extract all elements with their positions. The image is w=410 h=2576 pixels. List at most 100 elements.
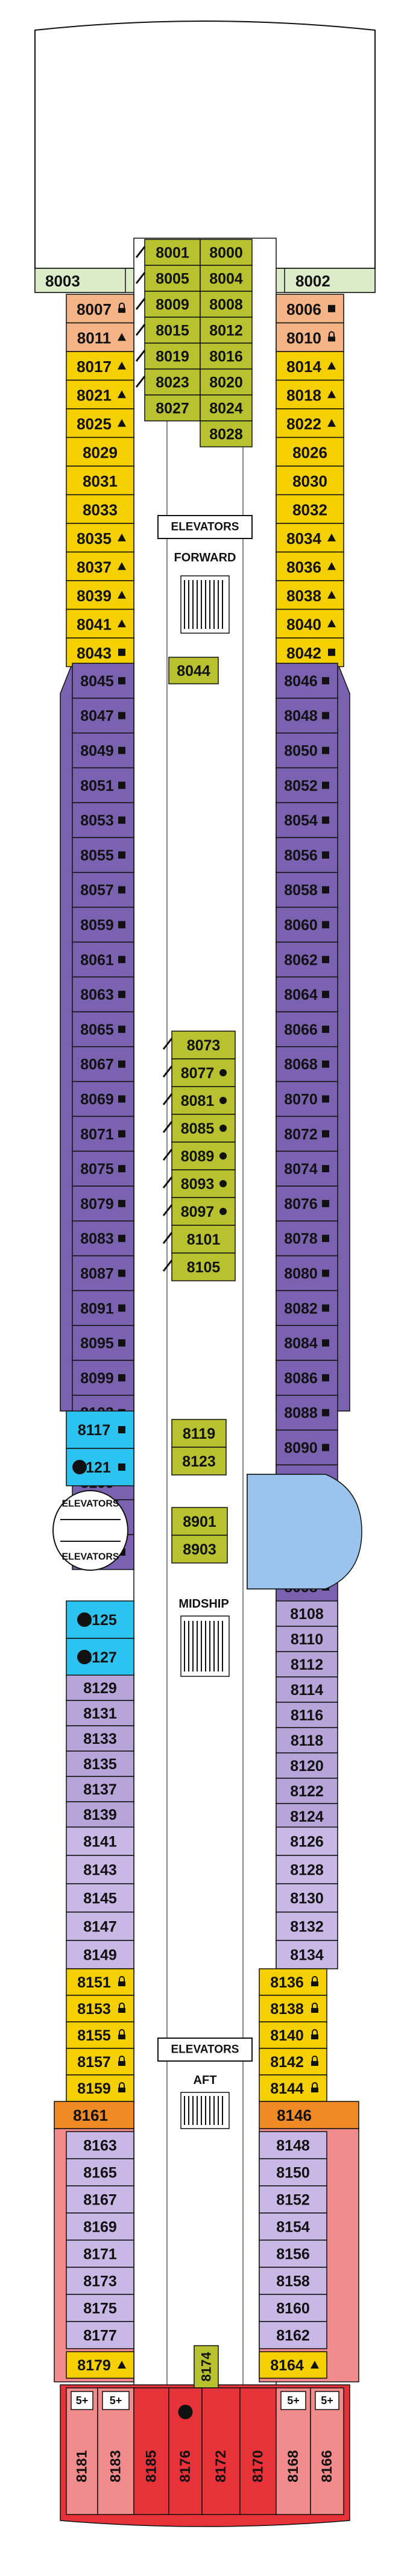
cabin-box[interactable]	[200, 394, 253, 421]
cabin-8046[interactable]: 8046	[276, 663, 338, 699]
cabin-box[interactable]	[276, 1727, 338, 1754]
cabin-8018[interactable]: 8018	[276, 379, 344, 409]
cabin-8160[interactable]: 8160	[259, 2294, 327, 2322]
cabin-8055[interactable]: 8055	[72, 837, 134, 873]
cabin-8162[interactable]: 8162	[259, 2321, 327, 2349]
cabin-8119[interactable]: 8119	[171, 1419, 227, 1448]
cabin-8009[interactable]: 8009	[144, 291, 201, 318]
cabin-box[interactable]	[259, 2074, 327, 2102]
cabin-box[interactable]	[171, 1507, 228, 1536]
cabin-8069[interactable]: 8069	[72, 1081, 134, 1117]
cabin-8038[interactable]: 8038	[276, 580, 344, 610]
cabin-8072[interactable]: 8072	[276, 1116, 338, 1152]
cabin-8021[interactable]: 8021	[66, 379, 134, 409]
cabin-8081[interactable]: 8081	[171, 1086, 236, 1115]
cabin-box[interactable]	[171, 1447, 227, 1476]
cabin-8159[interactable]: 8159	[66, 2074, 134, 2102]
cabin-8161[interactable]: 8161	[54, 2101, 134, 2129]
cabin-8156[interactable]: 8156	[259, 2240, 327, 2268]
cabin-8079[interactable]: 8079	[72, 1185, 134, 1222]
cabin-8066[interactable]: 8066	[276, 1011, 338, 1047]
cabin-8155[interactable]: 8155	[66, 2021, 134, 2049]
cabin-box[interactable]	[72, 1151, 134, 1187]
cabin-box[interactable]	[276, 1855, 338, 1884]
cabin-8037[interactable]: 8037	[66, 551, 134, 581]
cabin-box[interactable]	[259, 2212, 327, 2241]
cabin-box[interactable]	[171, 1252, 236, 1281]
cabin-8011[interactable]: 8011	[66, 322, 134, 352]
cabin-8126[interactable]: 8126	[276, 1826, 338, 1856]
cabin-8172[interactable]: 8172	[201, 2387, 241, 2515]
cabin-8138[interactable]: 8138	[259, 1995, 327, 2022]
cabin-8068[interactable]: 8068	[276, 1046, 338, 1082]
cabin-8042[interactable]: 8042	[276, 637, 344, 668]
cabin-8097[interactable]: 8097	[171, 1197, 236, 1226]
cabin-8903[interactable]: 8903	[171, 1535, 228, 1564]
cabin-8071[interactable]: 8071	[72, 1116, 134, 1152]
cabin-8020[interactable]: 8020	[200, 368, 253, 396]
cabin-box[interactable]	[66, 2131, 134, 2159]
cabin-8099[interactable]: 8099	[72, 1360, 134, 1396]
cabin-box[interactable]	[66, 1801, 134, 1828]
cabin-8120[interactable]: 8120	[276, 1752, 338, 1779]
cabin-box[interactable]	[66, 1675, 134, 1701]
cabin-8110[interactable]: 8110	[276, 1626, 338, 1652]
cabin-box[interactable]	[34, 268, 126, 293]
cabin-box[interactable]	[259, 2267, 327, 2295]
cabin-8128[interactable]: 8128	[276, 1855, 338, 1884]
cabin-8032[interactable]: 8032	[276, 494, 344, 524]
cabin-8051[interactable]: 8051	[72, 767, 134, 803]
cabin-box[interactable]	[259, 2240, 327, 2268]
cabin-8134[interactable]: 8134	[276, 1940, 338, 1969]
cabin-8050[interactable]: 8050	[276, 732, 338, 769]
cabin-8132[interactable]: 8132	[276, 1911, 338, 1941]
cabin-box[interactable]	[66, 2267, 134, 2295]
cabin-8167[interactable]: 8167	[66, 2185, 134, 2214]
cabin-8010[interactable]: 8010	[276, 322, 344, 352]
cabin-8047[interactable]: 8047	[72, 698, 134, 734]
cabin-8004[interactable]: 8004	[200, 265, 253, 292]
cabin-8063[interactable]: 8063	[72, 976, 134, 1012]
cabin-box[interactable]	[276, 1778, 338, 1804]
cabin-box[interactable]	[171, 1031, 236, 1059]
cabin-box[interactable]	[144, 317, 201, 344]
cabin-box[interactable]	[54, 2101, 134, 2129]
cabin-8036[interactable]: 8036	[276, 551, 344, 581]
cabin-box[interactable]	[276, 1883, 338, 1913]
cabin-box[interactable]	[194, 2345, 219, 2388]
cabin-8137[interactable]: 8137	[66, 1776, 134, 1802]
cabin-8158[interactable]: 8158	[259, 2267, 327, 2295]
cabin-8084[interactable]: 8084	[276, 1325, 338, 1361]
cabin-8001[interactable]: 8001	[144, 239, 201, 266]
cabin-8177[interactable]: 8177	[66, 2321, 134, 2349]
cabin-box[interactable]	[144, 239, 201, 266]
cabin-8135[interactable]: 8135	[66, 1750, 134, 1777]
cabin-8091[interactable]: 8091	[72, 1290, 134, 1326]
cabin-box[interactable]	[66, 2212, 134, 2241]
cabin-8147[interactable]: 8147	[66, 1911, 134, 1941]
cabin-8033[interactable]: 8033	[66, 494, 134, 524]
cabin-8061[interactable]: 8061	[72, 941, 134, 977]
cabin-box[interactable]	[66, 1940, 134, 1969]
cabin-box[interactable]	[66, 437, 134, 467]
cabin-box[interactable]	[200, 317, 253, 344]
cabin-8101[interactable]: 8101	[171, 1225, 236, 1254]
cabin-8095[interactable]: 8095	[72, 1325, 134, 1361]
cabin-8150[interactable]: 8150	[259, 2158, 327, 2186]
cabin-box[interactable]	[276, 872, 338, 908]
cabin-8175[interactable]: 8175	[66, 2294, 134, 2322]
cabin-box[interactable]	[200, 239, 253, 266]
cabin-8157[interactable]: 8157	[66, 2048, 134, 2076]
cabin-box[interactable]	[66, 322, 134, 352]
cabin-box[interactable]	[133, 2387, 169, 2515]
cabin-box[interactable]	[200, 291, 253, 318]
cabin-8185[interactable]: 8185	[133, 2387, 169, 2515]
cabin-box[interactable]	[66, 494, 134, 524]
cabin-8049[interactable]: 8049	[72, 732, 134, 769]
cabin-box[interactable]	[259, 2131, 327, 2159]
cabin-8045[interactable]: 8045	[72, 663, 134, 699]
cabin-8015[interactable]: 8015	[144, 317, 201, 344]
